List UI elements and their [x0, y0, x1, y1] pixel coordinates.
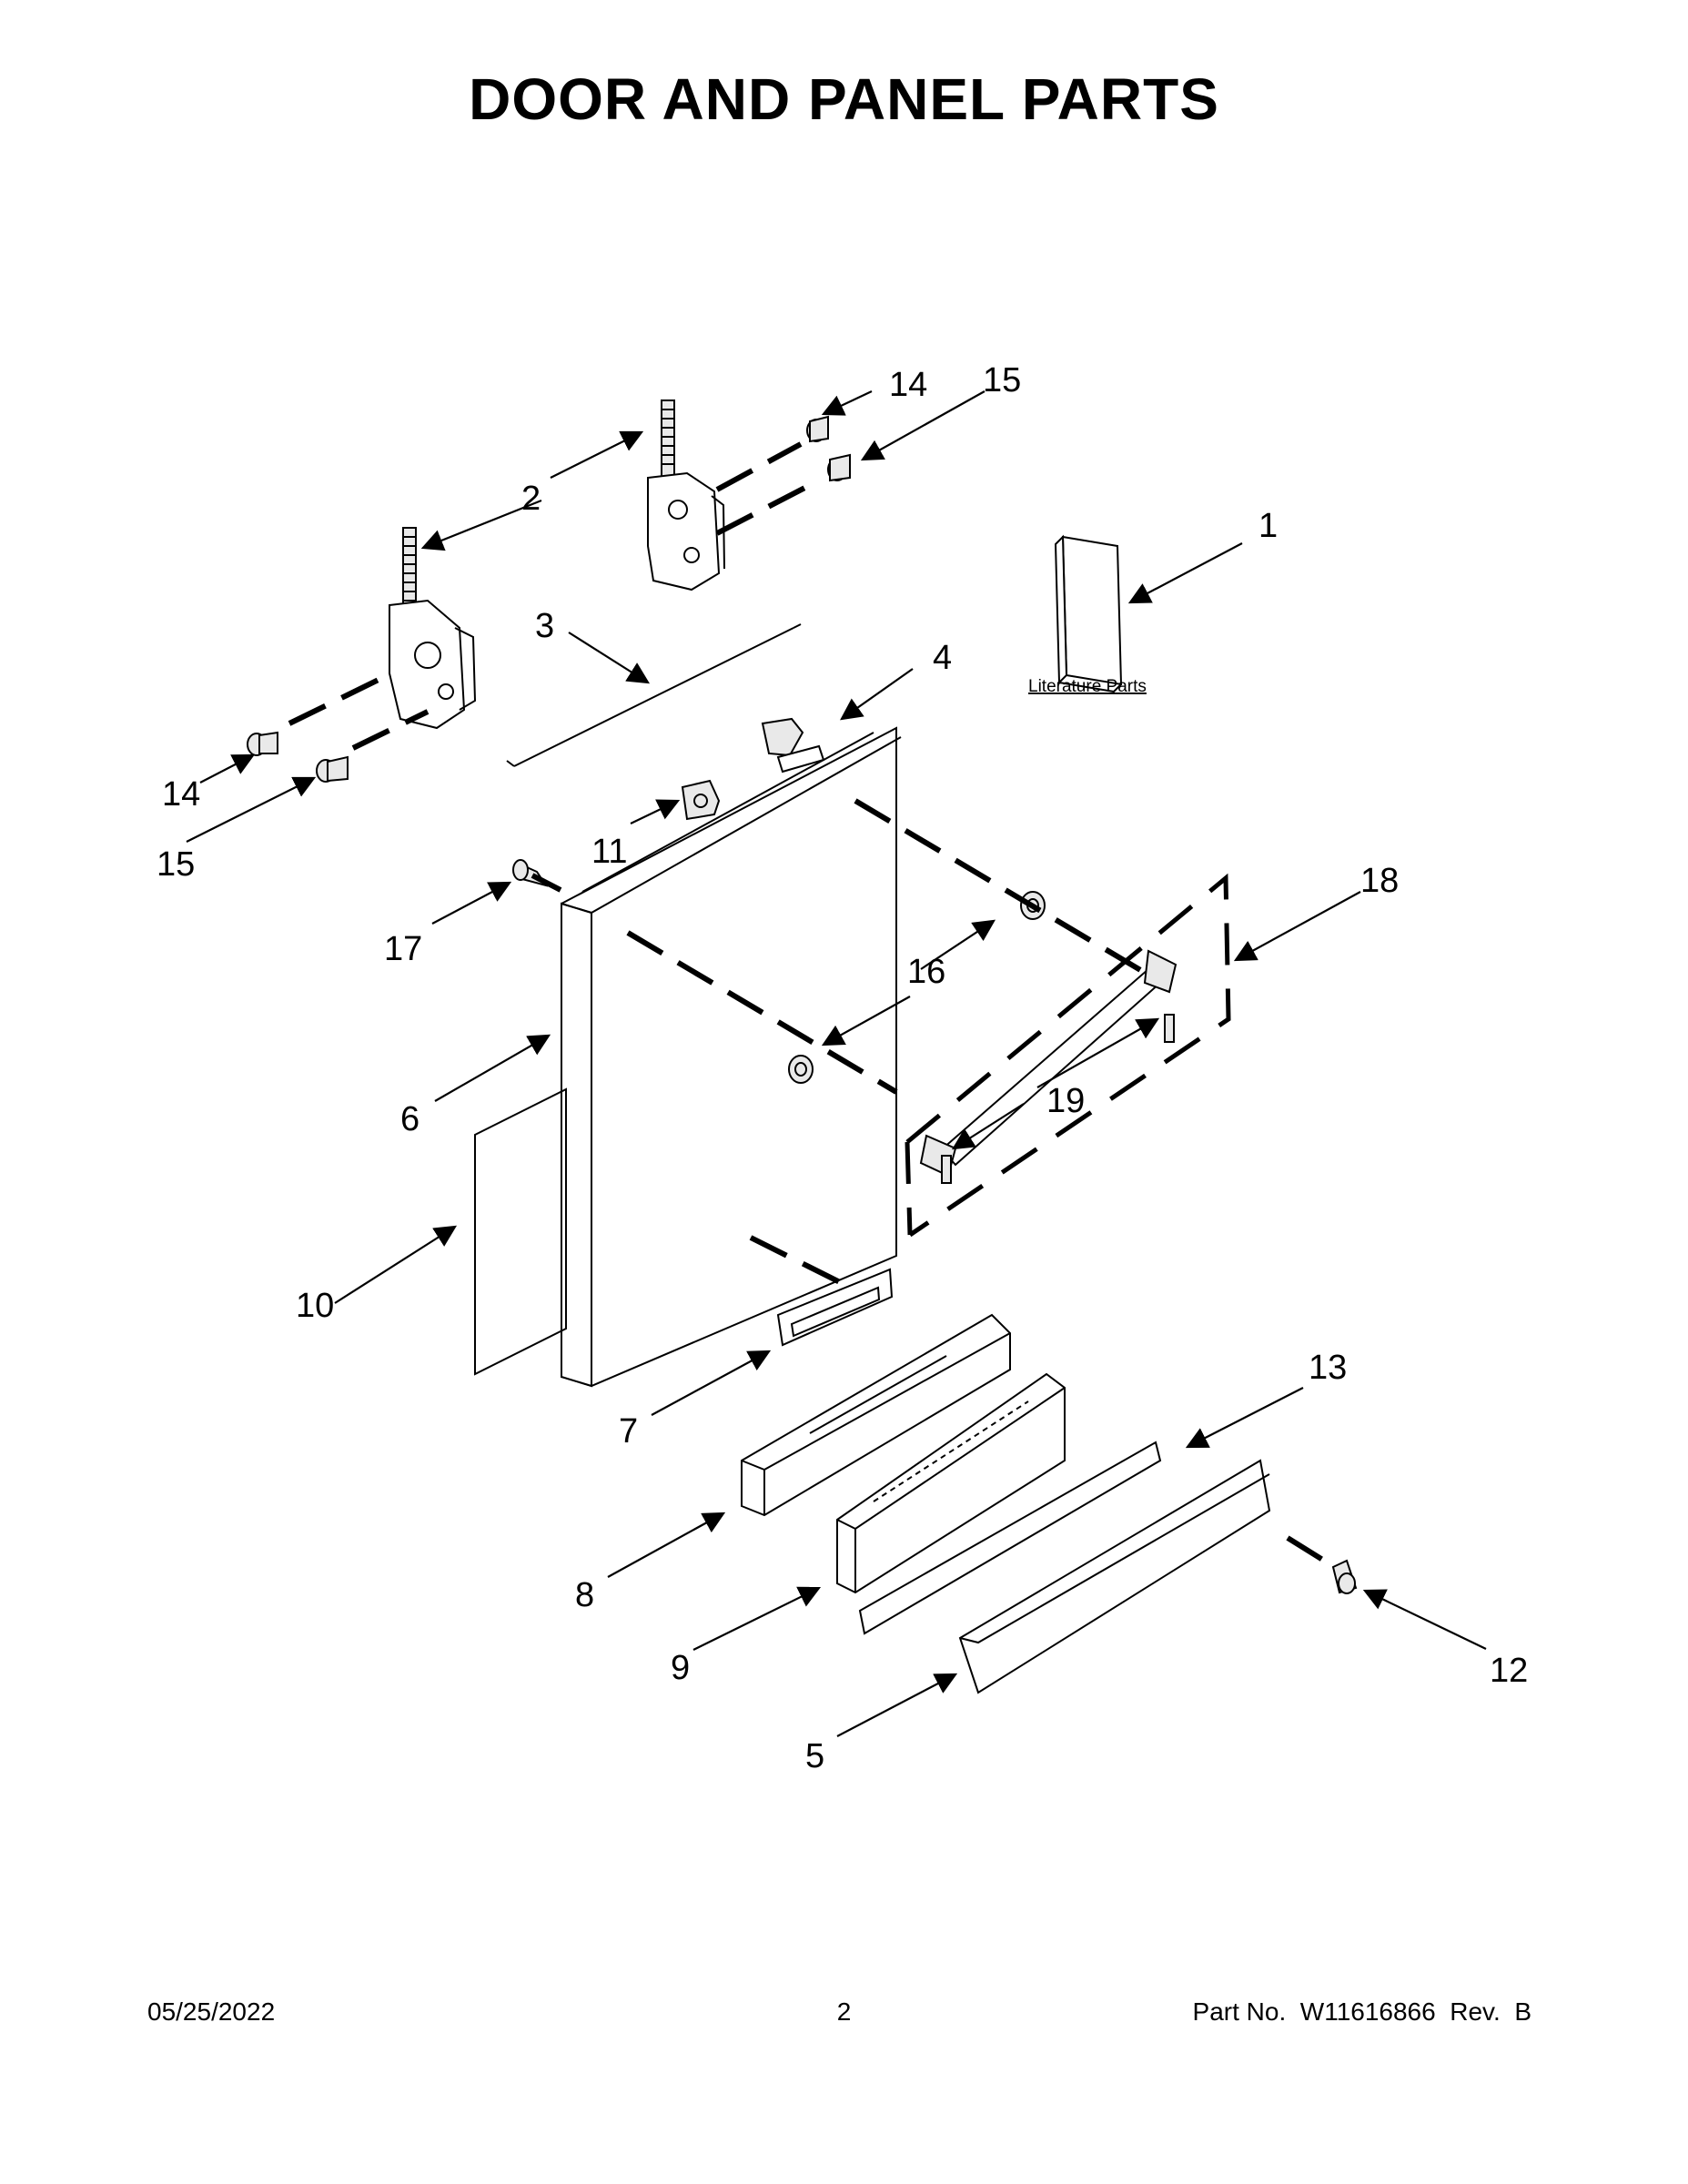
- part-screw-14-left: [247, 731, 278, 756]
- footer-part-number: Part No. W11616866 Rev. B: [1192, 1997, 1531, 2026]
- callout-10: 10: [296, 1287, 334, 1325]
- part-door-panel: [561, 726, 902, 1388]
- callout-14-left: 14: [162, 775, 200, 814]
- callout-labels: 1 2 3 4 5 6 7 8 9 10 11 12 13 14 14 15 1…: [157, 361, 1528, 1775]
- callout-15-right: 15: [983, 361, 1021, 399]
- callout-5: 5: [805, 1737, 824, 1775]
- literature-parts-label: Literature Parts: [1028, 677, 1147, 696]
- callout-1: 1: [1258, 507, 1278, 545]
- callout-19: 19: [1046, 1082, 1085, 1120]
- callout-18: 18: [1360, 862, 1399, 900]
- part-screw-12: [1331, 1559, 1358, 1594]
- callout-8: 8: [575, 1576, 594, 1614]
- callout-4: 4: [933, 639, 952, 677]
- part-strip-13: [858, 1441, 1162, 1635]
- callout-7: 7: [619, 1412, 638, 1451]
- leader-lines: [186, 390, 1487, 1737]
- part-literature: Literature Parts: [1028, 534, 1147, 696]
- callout-3: 3: [535, 607, 554, 645]
- callout-13: 13: [1309, 1349, 1347, 1387]
- part-panel-9: [836, 1372, 1066, 1594]
- callout-11: 11: [591, 833, 627, 871]
- part-screw-15-right: [827, 453, 851, 482]
- part-bracket: [681, 779, 721, 821]
- callout-17: 17: [384, 930, 422, 968]
- callout-2: 2: [521, 480, 541, 518]
- part-panel-8: [741, 1313, 1011, 1517]
- part-hinge-right: [647, 399, 725, 592]
- part-rod: [506, 623, 802, 767]
- part-hinge-left: [389, 527, 477, 730]
- part-toekick: [958, 1459, 1271, 1694]
- callout-12: 12: [1490, 1652, 1528, 1690]
- part-logo-badge: [776, 1268, 894, 1347]
- callout-15-left: 15: [157, 845, 195, 884]
- footer-date: 05/25/2022: [147, 1997, 276, 2026]
- assembly-lines: [288, 441, 1330, 1566]
- part-pin-2: [941, 1155, 952, 1184]
- part-latch: [761, 717, 825, 774]
- part-handle: [905, 873, 1231, 1238]
- callout-6: 6: [400, 1100, 419, 1138]
- part-pin-1: [1164, 1014, 1175, 1043]
- callout-9: 9: [671, 1649, 690, 1687]
- part-screw-15-left: [316, 755, 349, 783]
- callout-16: 16: [907, 953, 945, 991]
- callout-14-right: 14: [889, 366, 927, 404]
- page-title: DOOR AND PANEL PARTS: [469, 66, 1219, 132]
- part-insulation: [474, 1087, 567, 1376]
- footer-page-number: 2: [836, 1997, 852, 2026]
- part-screw-14-right: [806, 415, 829, 443]
- part-spacer-2: [788, 1055, 814, 1084]
